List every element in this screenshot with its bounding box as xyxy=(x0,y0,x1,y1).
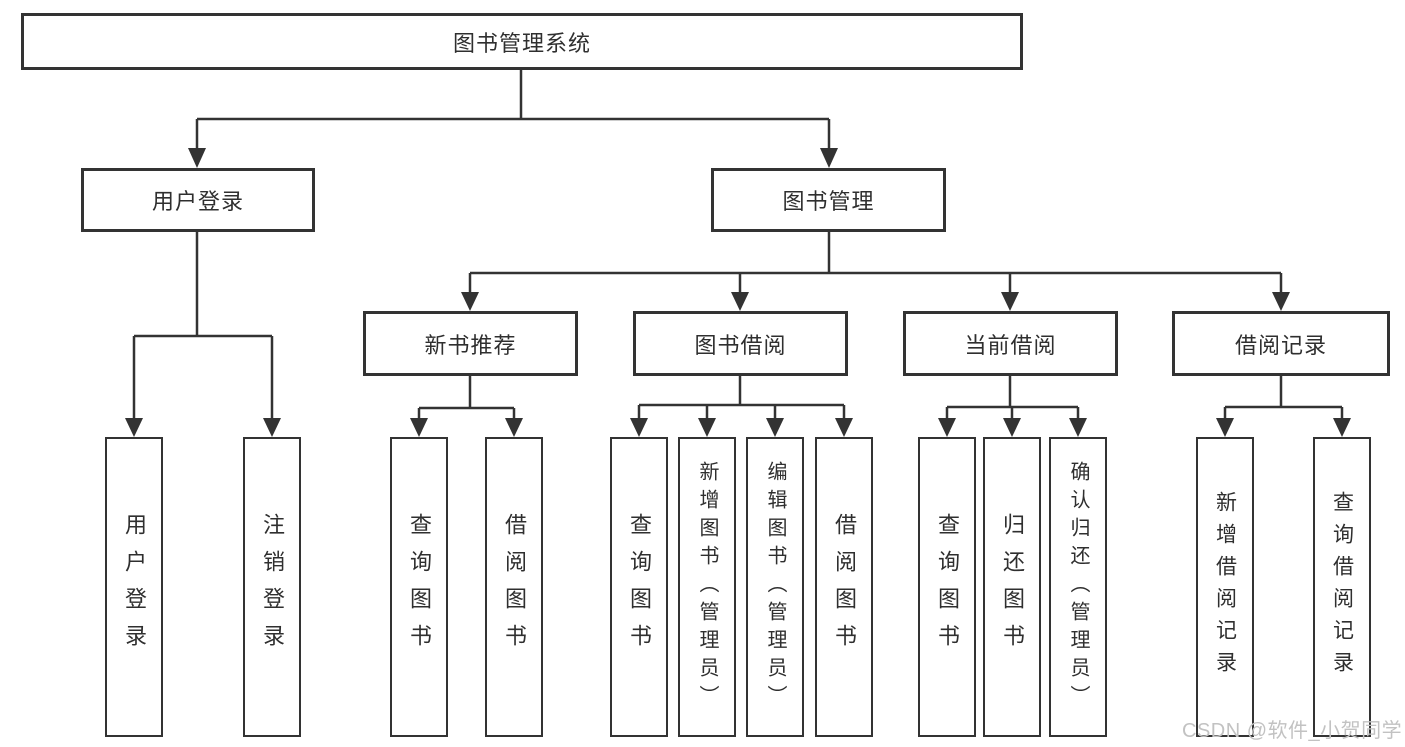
node-current-borrow: 当前借阅 xyxy=(903,311,1118,376)
leaf-borrow-books-recommend: 借阅图书 xyxy=(485,437,543,737)
leaf-return-book-label: 归还图书 xyxy=(1000,513,1025,661)
node-new-book-recommend: 新书推荐 xyxy=(363,311,578,376)
node-user-login: 用户登录 xyxy=(81,168,315,232)
node-book-borrow: 图书借阅 xyxy=(633,311,848,376)
leaf-borrow-books-recommend-label: 借阅图书 xyxy=(502,513,527,661)
leaf-return-book: 归还图书 xyxy=(983,437,1041,737)
node-current-borrow-label: 当前借阅 xyxy=(964,332,1057,358)
leaf-query-books-current: 查询图书 xyxy=(918,437,976,737)
leaf-confirm-return-admin-label: 确认归还（管理员） xyxy=(1067,461,1089,713)
node-new-book-recommend-label: 新书推荐 xyxy=(424,332,517,358)
arrowhead-icons xyxy=(125,148,1351,437)
node-borrow-records-label: 借阅记录 xyxy=(1234,332,1327,358)
leaf-add-borrow-record: 新增借阅记录 xyxy=(1196,437,1254,737)
leaf-query-books-borrow-label: 查询图书 xyxy=(627,513,652,661)
leaf-logout: 注销登录 xyxy=(243,437,301,737)
leaf-query-books-recommend-label: 查询图书 xyxy=(407,513,432,661)
watermark: CSDN @软件_小贺同学 xyxy=(1182,720,1403,742)
leaf-add-book-admin: 新增图书（管理员） xyxy=(678,437,736,737)
leaf-query-borrow-record: 查询借阅记录 xyxy=(1313,437,1371,737)
leaf-confirm-return-admin: 确认归还（管理员） xyxy=(1049,437,1107,737)
node-book-management: 图书管理 xyxy=(711,168,946,232)
leaf-borrow-books-borrow-label: 借阅图书 xyxy=(832,513,857,661)
node-borrow-records: 借阅记录 xyxy=(1172,311,1390,376)
leaf-user-login-label: 用户登录 xyxy=(122,513,147,661)
node-book-borrow-label: 图书借阅 xyxy=(694,332,787,358)
leaf-add-borrow-record-label: 新增借阅记录 xyxy=(1213,491,1237,683)
node-user-login-label: 用户登录 xyxy=(151,189,244,214)
leaf-edit-book-admin: 编辑图书（管理员） xyxy=(746,437,804,737)
leaf-query-books-recommend: 查询图书 xyxy=(390,437,448,737)
node-root: 图书管理系统 xyxy=(21,13,1023,70)
leaf-add-book-admin-label: 新增图书（管理员） xyxy=(696,461,718,713)
leaf-borrow-books-borrow: 借阅图书 xyxy=(815,437,873,737)
leaf-query-books-current-label: 查询图书 xyxy=(935,513,960,661)
leaf-user-login: 用户登录 xyxy=(105,437,163,737)
node-root-label: 图书管理系统 xyxy=(452,30,591,56)
leaf-logout-label: 注销登录 xyxy=(260,513,285,661)
leaf-query-books-borrow: 查询图书 xyxy=(610,437,668,737)
leaf-edit-book-admin-label: 编辑图书（管理员） xyxy=(764,461,786,713)
leaf-query-borrow-record-label: 查询借阅记录 xyxy=(1330,491,1354,683)
node-book-management-label: 图书管理 xyxy=(782,189,875,214)
